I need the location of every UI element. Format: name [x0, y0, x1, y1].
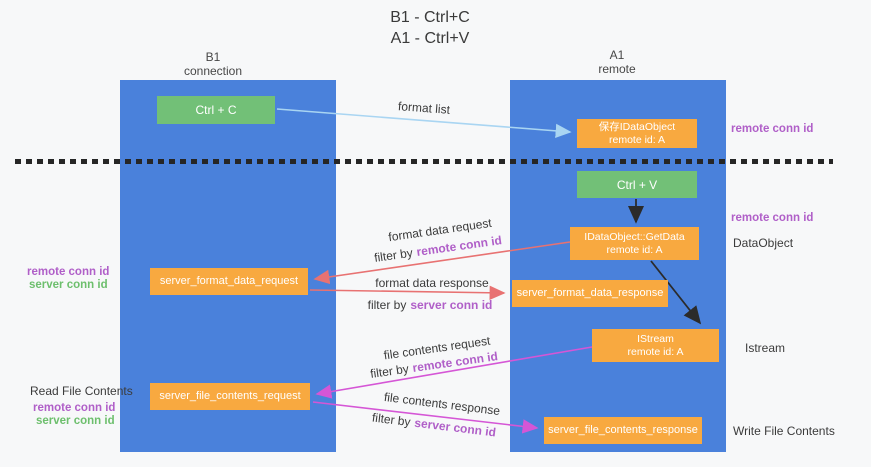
save-idataobject-line2: remote id: A [608, 133, 666, 146]
getdata-line1: IDataObject::GetData [584, 230, 685, 243]
server-conn-id-text: server conn id [410, 298, 493, 312]
getdata-line2: remote id: A [606, 243, 663, 256]
format-list-arrow [276, 108, 572, 139]
remote-conn-id-annotation-left-mid: remote conn id [27, 266, 110, 278]
format-data-response-arrow [309, 285, 506, 300]
save-idataobject-line1: 保存IDataObject [598, 120, 676, 133]
istream-line2: remote id: A [627, 345, 684, 358]
ctrl-v-label: Ctrl + V [616, 177, 658, 192]
istream-line1: IStream [637, 332, 674, 345]
istream-node: IStream remote id: A [592, 329, 719, 362]
file-contents-response-arrow [312, 401, 539, 434]
getdata-node: IDataObject::GetData remote id: A [570, 227, 699, 260]
server-format-data-request-node: server_format_data_request [150, 268, 308, 295]
read-file-contents-annotation: Read File Contents [30, 384, 133, 398]
save-idataobject-node: 保存IDataObject remote id: A [577, 119, 697, 148]
ctrl-c-label: Ctrl + C [195, 103, 237, 117]
left-column-name: B1 [205, 50, 221, 64]
server-format-data-response-node: server_format_data_response [512, 280, 668, 307]
server-file-contents-response-node: server_file_contents_response [544, 417, 702, 444]
server-file-contents-response-label: server_file_contents_response [548, 424, 698, 436]
title-line-copy: B1 - Ctrl+C [390, 9, 470, 26]
remote-conn-id-annotation-left-bottom: remote conn id [33, 402, 116, 414]
server-file-contents-request-label: server_file_contents_request [159, 390, 301, 402]
phase-separator-line [15, 159, 833, 164]
server-format-data-response-label: server_format_data_response [516, 287, 664, 299]
left-column-role: connection [183, 64, 243, 78]
title-line-paste: A1 - Ctrl+V [390, 30, 470, 47]
getdata-to-istream-arrow [650, 260, 702, 325]
file-contents-request-arrow [315, 346, 593, 399]
right-column-header: A1 remote [598, 48, 635, 76]
format-data-response-label: format data response [375, 276, 489, 290]
ctrl-c-node: Ctrl + C [157, 96, 275, 124]
left-column-header: B1 connection [184, 50, 242, 78]
write-file-contents-annotation: Write File Contents [733, 424, 835, 438]
dataobject-annotation: DataObject [733, 236, 794, 250]
server-format-data-request-label: server_format_data_request [159, 275, 299, 287]
remote-conn-id-annotation-top: remote conn id [731, 123, 814, 135]
filter-by-text: filter by [367, 298, 407, 312]
server-conn-id-annotation-left-mid: server conn id [29, 279, 108, 291]
istream-annotation: Istream [745, 341, 786, 355]
right-column-name: A1 [609, 48, 625, 62]
diagram-title: B1 - Ctrl+C A1 - Ctrl+V [0, 7, 860, 49]
server-file-contents-request-node: server_file_contents_request [150, 383, 310, 410]
right-column-role: remote [598, 62, 636, 76]
ctrl-v-node: Ctrl + V [577, 171, 697, 198]
format-data-request-arrow [313, 241, 571, 285]
remote-conn-id-annotation-mid: remote conn id [731, 212, 814, 224]
server-conn-id-annotation-left-bottom: server conn id [36, 415, 115, 427]
